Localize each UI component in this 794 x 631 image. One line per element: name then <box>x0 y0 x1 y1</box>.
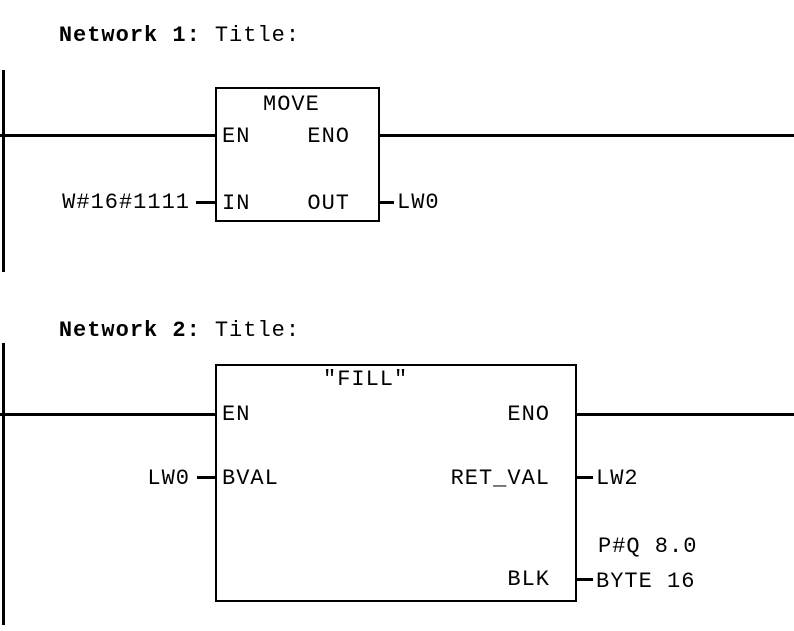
network-2: Network 2: Title: LW0 ″FILL″ EN ENO BVAL … <box>0 280 794 631</box>
network-1-title[interactable]: Title: <box>214 23 301 48</box>
fill-pin-bval: BVAL <box>222 466 279 491</box>
power-rail-2 <box>2 343 5 625</box>
network-1-header[interactable]: Network 1: Title: <box>2 0 300 72</box>
rung-wire-eno-2 <box>577 413 794 416</box>
network-1: Network 1: Title: W#16#1111 MOVE EN ENO I… <box>0 0 794 280</box>
network-2-label: Network 2: <box>58 318 201 343</box>
fill-blk-operand-line1[interactable]: P#Q 8.0 <box>598 534 698 559</box>
move-pin-en: EN <box>222 124 251 149</box>
fill-ret-val-operand[interactable]: LW2 <box>596 466 639 491</box>
network-2-title[interactable]: Title: <box>214 318 301 343</box>
move-block-title[interactable]: MOVE <box>263 92 320 117</box>
fill-pin-en: EN <box>222 402 251 427</box>
rung-wire-eno-1 <box>380 134 794 137</box>
fill-block-title[interactable]: ″FILL″ <box>323 367 409 392</box>
move-out-operand[interactable]: LW0 <box>397 190 440 215</box>
network-2-header[interactable]: Network 2: Title: <box>2 295 300 367</box>
rung-wire-en-1 <box>0 134 215 137</box>
move-pin-out: OUT <box>307 191 350 216</box>
fill-blk-operand-line2[interactable]: BYTE 16 <box>596 569 696 594</box>
move-pin-eno: ENO <box>307 124 350 149</box>
fill-blk-tick <box>577 578 593 581</box>
power-rail-1 <box>2 70 5 272</box>
fill-bval-tick <box>197 476 215 479</box>
fill-block[interactable]: ″FILL″ EN ENO BVAL RET_VAL BLK <box>215 364 577 602</box>
move-pin-in: IN <box>222 191 251 216</box>
move-in-tick <box>196 201 215 204</box>
move-in-operand[interactable]: W#16#1111 <box>62 190 190 215</box>
fill-pin-ret-val: RET_VAL <box>450 466 550 491</box>
move-block[interactable]: MOVE EN ENO IN OUT <box>215 87 380 222</box>
move-out-tick <box>380 201 394 204</box>
fill-ret-val-tick <box>577 476 593 479</box>
rung-wire-en-2 <box>0 413 215 416</box>
fill-bval-operand[interactable]: LW0 <box>147 466 190 491</box>
fill-pin-eno: ENO <box>507 402 550 427</box>
network-1-label: Network 1: <box>58 23 201 48</box>
fill-pin-blk: BLK <box>507 567 550 592</box>
